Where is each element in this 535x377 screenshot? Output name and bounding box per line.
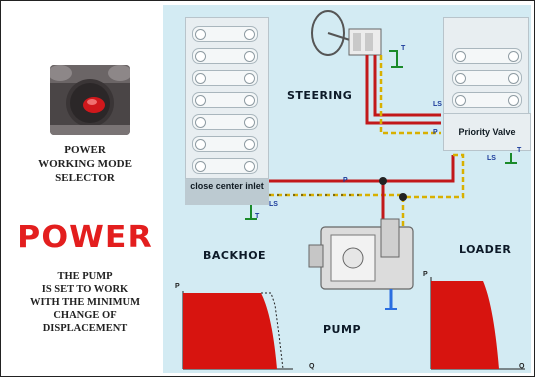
pump-caption-line: THE PUMP bbox=[57, 271, 113, 282]
selector-caption: POWER WORKING MODE SELECTOR bbox=[5, 143, 165, 185]
close-center-inlet-label: close center inlet bbox=[185, 179, 269, 205]
valve-section bbox=[192, 48, 258, 64]
valve-section bbox=[192, 136, 258, 152]
pump-caption: THE PUMP IS SET TO WORK WITH THE MINIMUM… bbox=[5, 270, 165, 335]
loader-pq-chart bbox=[430, 277, 525, 370]
port-ls-label: LS bbox=[433, 101, 442, 108]
loader-label: LOADER bbox=[459, 243, 512, 256]
selector-caption-line: POWER bbox=[64, 144, 106, 156]
backhoe-axis-p: P bbox=[175, 283, 180, 290]
selector-caption-line: WORKING MODE bbox=[38, 158, 132, 170]
pump-illustration bbox=[308, 218, 414, 290]
hydraulic-lines bbox=[182, 10, 525, 370]
close-center-inlet-block bbox=[185, 17, 269, 179]
steering-label: STEERING bbox=[287, 89, 353, 102]
priority-valve-label: Priority Valve bbox=[443, 113, 531, 151]
selector-caption-line: SELECTOR bbox=[55, 172, 115, 184]
port-p-label: P bbox=[433, 129, 438, 136]
valve-section bbox=[192, 92, 258, 108]
port-t-label: T bbox=[517, 147, 522, 154]
junction-dot bbox=[399, 193, 407, 201]
pump-caption-line: IS SET TO WORK bbox=[41, 284, 129, 295]
pump-caption-line: WITH THE MINIMUM bbox=[29, 297, 141, 308]
valve-section bbox=[192, 26, 258, 42]
port-t-label: T bbox=[255, 213, 260, 220]
valve-section bbox=[452, 92, 522, 108]
loader-axis-p: P bbox=[423, 271, 428, 278]
valve-section bbox=[192, 70, 258, 86]
selector-knob-photo bbox=[50, 65, 130, 135]
priority-valve-sections bbox=[443, 17, 529, 117]
port-ls-label: LS bbox=[269, 201, 278, 208]
valve-section bbox=[192, 114, 258, 130]
port-p-label: P bbox=[343, 177, 348, 184]
port-t-label: T bbox=[401, 45, 406, 52]
junction-dot bbox=[379, 177, 387, 185]
backhoe-label: BACKHOE bbox=[203, 249, 267, 262]
valve-section bbox=[192, 158, 258, 174]
backhoe-pq-chart bbox=[182, 291, 293, 370]
valve-section bbox=[452, 70, 522, 86]
knob-image bbox=[50, 65, 130, 135]
hydraulic-diagram: close center inlet Priority Valve P T LS… bbox=[163, 5, 531, 373]
loader-axis-q: Q bbox=[519, 363, 525, 370]
power-mode-title: POWER bbox=[17, 220, 153, 255]
valve-section bbox=[452, 48, 522, 64]
left-panel: POWER WORKING MODE SELECTOR POWER THE PU… bbox=[5, 5, 157, 373]
steering-wheel-icon bbox=[311, 10, 382, 56]
pump-caption-line: CHANGE OF bbox=[53, 310, 117, 321]
backhoe-axis-q: Q bbox=[309, 363, 315, 370]
pump-caption-line: DISPLACEMENT bbox=[42, 323, 128, 334]
pump-label: PUMP bbox=[323, 323, 362, 336]
port-ls-label: LS bbox=[487, 155, 496, 162]
